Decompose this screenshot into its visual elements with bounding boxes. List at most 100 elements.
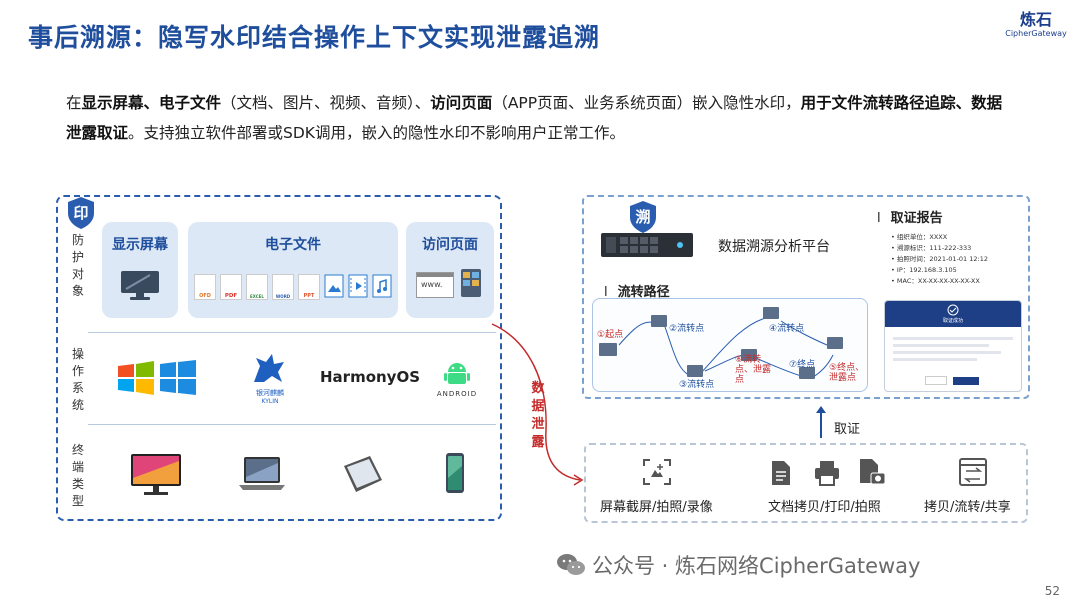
flow-node-4: ④流转点 [769, 324, 805, 334]
intro-bold-1: 显示屏幕、电子文件 [81, 94, 222, 112]
report-item-1: • 组织单位：XXXX [891, 233, 948, 241]
pdf-label: PDF [224, 293, 238, 299]
trace-badge-text: 溯 [635, 208, 651, 226]
result-window-title: 取证成功 [942, 318, 963, 324]
audio-file-icon [372, 274, 392, 298]
kylin-en-text: KYLIN [261, 398, 279, 405]
protection-panel [56, 195, 502, 521]
page-number: 52 [1044, 584, 1060, 598]
row-divider-2 [88, 424, 496, 425]
kylin-cn-text: 银河麒麟 [256, 389, 284, 397]
logo-sub-text: CipherGateway [1005, 29, 1067, 38]
word-file-icon: WORD [272, 274, 294, 300]
browser-url-text: www. [421, 280, 443, 289]
harmonyos-logo: HarmonyOS [320, 368, 421, 386]
image-file-icon [324, 274, 344, 298]
browser-window-icon: www. [416, 272, 454, 298]
evidence-arrow-up-icon [816, 406, 826, 438]
android-robot-icon [444, 363, 470, 384]
report-item-4: • IP：192.168.3.105 [891, 266, 957, 274]
row-label-terminal: 终端类型 [71, 443, 84, 508]
ppt-file-icon: PPT [298, 274, 320, 300]
card-screen: 显示屏幕 [102, 222, 178, 318]
laptop-icon [239, 457, 285, 490]
tablet-icon [344, 456, 382, 492]
card-screen-title: 显示屏幕 [112, 237, 168, 253]
flow-path-title: l 流转路径 [604, 281, 670, 300]
leak-arrow-icon [491, 323, 584, 486]
android-text: ANDROID [436, 390, 478, 398]
brand-logo: 炼石 CipherGateway [1004, 6, 1068, 38]
leak-label: 数据泄露 [531, 381, 545, 450]
intro-text-4: 。支持独立软件部署或SDK调用，嵌入的隐性水印不影响用户正常工作。 [128, 124, 625, 142]
evidence-result-window: 取证成功 [884, 300, 1022, 392]
evidence-label: 取证 [834, 422, 861, 437]
ppt-label: PPT [303, 293, 315, 299]
windows-logo-icon [118, 360, 196, 395]
flow-path-diagram: ①起点 ②流转点 ③流转点 ④流转点 ⑤终点、泄露点 ⑥流转点、泄露点 ⑦终点 [592, 298, 868, 392]
report-item-2-text: 溯源标识：111-222-333 [896, 244, 972, 252]
desktop-monitor-icon [131, 454, 181, 495]
flow-node-7: ⑦终点 [789, 360, 816, 370]
action-label-3: 拷贝/流转/共享 [924, 500, 1011, 515]
card-files-title: 电子文件 [265, 237, 321, 253]
actions-panel [584, 443, 1028, 523]
printer-icon [815, 461, 839, 486]
flow-path-title-text: 流转路径 [617, 285, 670, 300]
intro-paragraph: 在显示屏幕、电子文件（文档、图片、视频、音频）、访问页面（APP页面、业务系统页… [66, 88, 1016, 148]
screenshot-icon [643, 459, 671, 485]
row-label-protection: 防护对象 [71, 233, 84, 298]
flow-bullet-icon: l [604, 285, 608, 300]
logo-main-text: 炼石 [1019, 10, 1052, 29]
mobile-app-icon [461, 269, 481, 297]
card-files: 电子文件 OFD PDF EXCEL WORD PPT [188, 222, 398, 318]
intro-text-1: 在 [66, 94, 82, 112]
flow-node-3: ③流转点 [679, 380, 715, 390]
card-pages-title: 访问页面 [422, 237, 478, 253]
intro-text-3: （APP页面、业务系统页面）嵌入隐性水印， [492, 94, 801, 112]
official-account-watermark: 公众号 · 炼石网络CipherGateway [592, 554, 921, 578]
shield-badge-text: 印 [73, 204, 89, 222]
word-label: WORD [275, 294, 291, 299]
report-item-1-text: 组织单位：XXXX [896, 233, 948, 241]
flow-node-5: ⑤终点、泄露点 [829, 363, 865, 383]
tracing-platform-panel [582, 195, 1030, 399]
wechat-icon [557, 554, 585, 575]
flow-lines-icon [599, 307, 843, 379]
excel-label: EXCEL [250, 294, 264, 299]
action-label-1: 屏幕截屏/拍照/录像 [600, 500, 713, 515]
ofd-label: OFD [199, 293, 211, 299]
document-camera-icon [860, 459, 886, 485]
flow-node-1: ①起点 [597, 330, 624, 340]
intro-bold-2: 访问页面 [430, 94, 493, 112]
card-pages: 访问页面 www. [406, 222, 494, 318]
server-icon [601, 233, 693, 257]
row-label-os: 操作系统 [71, 347, 84, 412]
ofd-file-icon: OFD [194, 274, 216, 300]
result-cancel-button[interactable] [925, 376, 947, 385]
report-item-4-text: IP：192.168.3.105 [896, 266, 957, 274]
excel-file-icon: EXCEL [246, 274, 268, 300]
smartphone-icon [446, 453, 464, 493]
share-transfer-icon [959, 458, 987, 486]
success-check-icon [947, 304, 959, 316]
pdf-file-icon: PDF [220, 274, 242, 300]
report-item-5: • MAC：XX-XX-XX-XX-XX-XX [891, 277, 980, 285]
action-label-2: 文档拷贝/打印/拍照 [768, 500, 881, 515]
row-divider-1 [88, 332, 496, 333]
flow-node-2: ②流转点 [669, 324, 705, 334]
report-item-2: • 溯源标识：111-222-333 [891, 244, 972, 252]
report-item-3-text: 拍照时间：2021-01-01 12:12 [896, 255, 988, 263]
intro-bold-3: 用于文件流转路径追踪、数据泄露取证 [66, 94, 1003, 142]
trace-shield-icon: 溯 [628, 200, 658, 234]
result-confirm-button[interactable] [953, 377, 979, 385]
document-icon [772, 461, 790, 485]
video-file-icon [348, 274, 368, 298]
report-item-5-text: MAC：XX-XX-XX-XX-XX-XX [896, 277, 980, 285]
kylin-logo: 银河麒麟 KYLIN [240, 352, 300, 405]
platform-name: 数据溯源分析平台 [718, 239, 830, 255]
flow-node-6: ⑥流转点、泄露点 [735, 355, 772, 385]
kylin-mascot-icon [254, 354, 284, 382]
